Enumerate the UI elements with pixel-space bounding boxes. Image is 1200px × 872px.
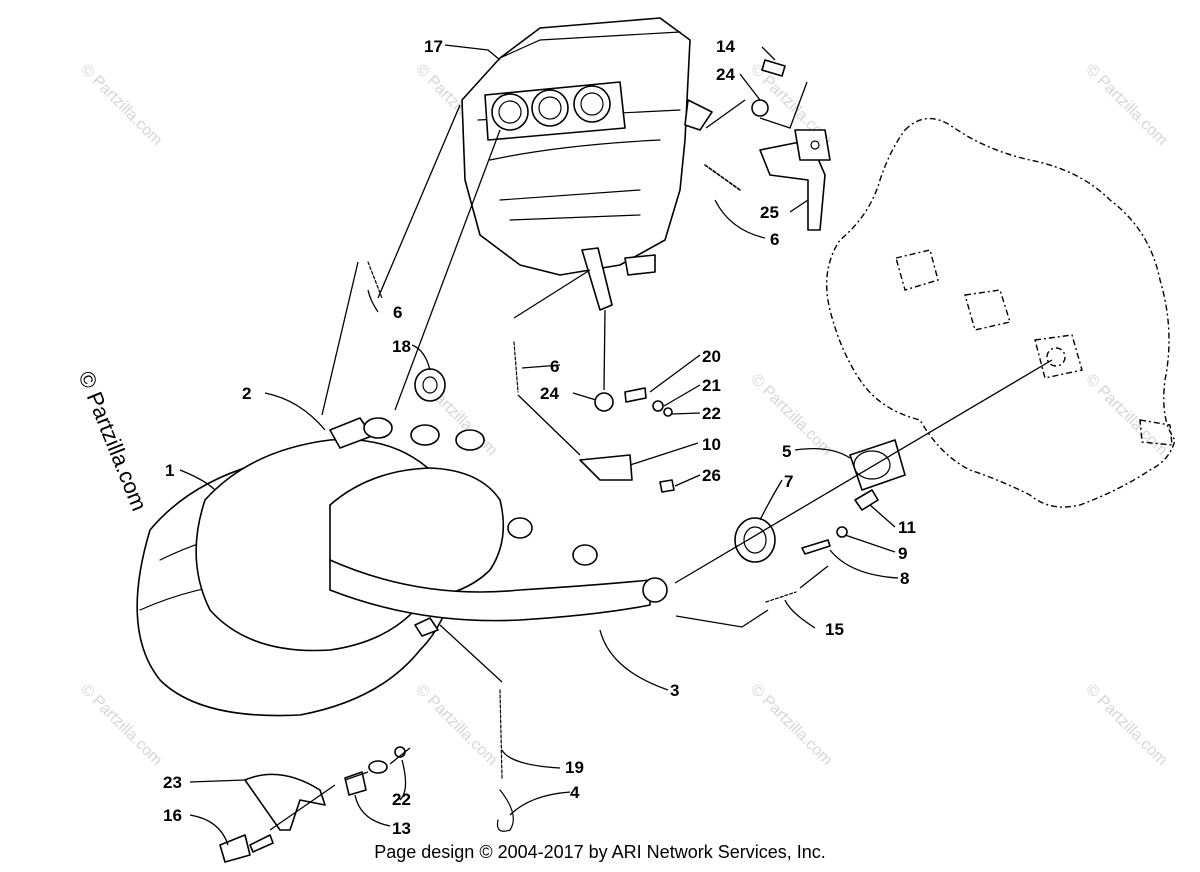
watermark: © Partzilla.com <box>77 681 165 769</box>
bracket-25 <box>704 59 831 231</box>
side-watermark: © Partzilla.com <box>73 368 152 515</box>
watermark: © Partzilla.com <box>1082 681 1170 769</box>
engine-outline <box>825 117 1176 508</box>
callout-15: 16 <box>163 806 182 825</box>
springs <box>367 261 797 832</box>
callout-24-center: 24 <box>540 384 559 403</box>
callout-1: 1 <box>165 461 174 480</box>
callout-6-right: 6 <box>770 230 779 249</box>
watermark: © Partzilla.com <box>747 681 835 769</box>
callout-6-left: 6 <box>393 303 402 322</box>
callout-11: 11 <box>898 518 916 537</box>
callout-21: 22 <box>702 404 721 423</box>
callout-2: 2 <box>242 384 251 403</box>
footer-copyright: Page design © 2004-2017 by ARI Network S… <box>374 842 826 862</box>
callout-3: 3 <box>670 681 679 700</box>
callout-25: 25 <box>760 203 779 222</box>
watermark: © Partzilla.com <box>77 61 165 149</box>
callout-18: 19 <box>565 758 584 777</box>
callout-22: 22 <box>392 790 411 809</box>
callout-19: 20 <box>702 347 721 366</box>
callout-4: 4 <box>570 783 580 802</box>
callout-24-top: 24 <box>716 65 735 84</box>
watermark: © Partzilla.com <box>412 681 500 769</box>
callout-5: 5 <box>782 442 791 461</box>
callout-14: 15 <box>825 620 844 639</box>
exhaust-assembly <box>136 417 668 717</box>
watermark: © Partzilla.com <box>1082 371 1170 459</box>
callout-13: 14 <box>716 37 735 56</box>
watermark: © Partzilla.com <box>1082 61 1170 149</box>
callout-6-center: 6 <box>550 357 559 376</box>
callout-7: 7 <box>784 472 793 491</box>
callout-17: 18 <box>392 337 411 356</box>
callout-16: 17 <box>424 37 443 56</box>
callout-20: 21 <box>702 376 721 395</box>
callout-12: 13 <box>392 819 411 838</box>
callout-23: 23 <box>163 773 182 792</box>
leader-lines <box>179 44 1053 846</box>
callout-labels: 17 14 24 25 6 6 18 6 20 21 24 22 2 10 5 … <box>163 37 916 838</box>
callout-9: 9 <box>898 544 907 563</box>
airbox <box>461 17 713 311</box>
callout-10: 10 <box>702 435 721 454</box>
callout-26: 26 <box>702 466 721 485</box>
callout-8: 8 <box>900 569 909 588</box>
hardware <box>219 368 906 863</box>
